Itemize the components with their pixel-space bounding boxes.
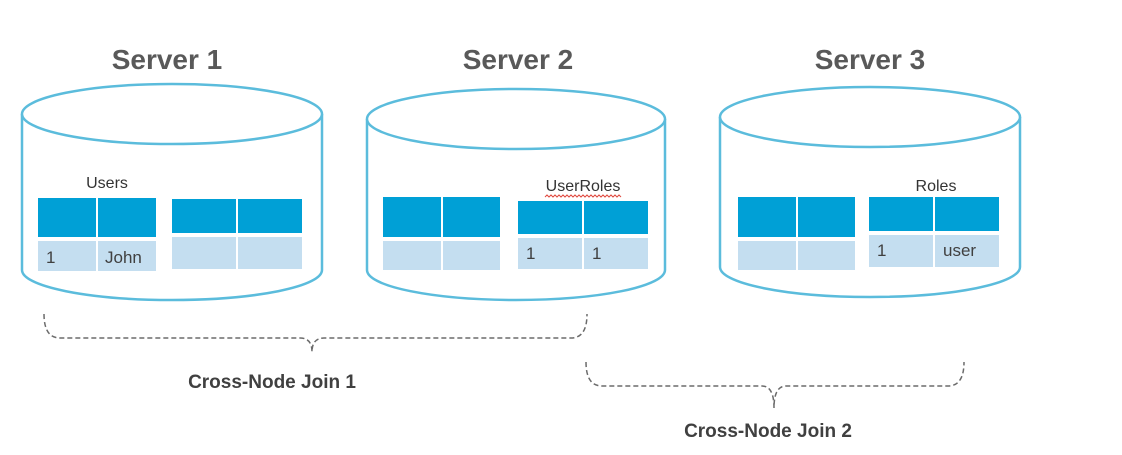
table-header-cell <box>236 197 304 235</box>
cell-value: 1 <box>877 241 886 260</box>
server-2: Server 2 UserRoles 1 1 <box>365 44 667 302</box>
table-header-cell <box>867 195 935 233</box>
table-empty <box>736 195 857 272</box>
table-label: Roles <box>916 178 957 195</box>
table-cell <box>170 235 238 271</box>
table-header-cell <box>441 195 502 239</box>
cell-value: user <box>943 241 976 260</box>
table-cell <box>933 233 1001 269</box>
server-1: Server 1 Users 1 John <box>20 44 324 302</box>
table-header-cell <box>516 199 584 236</box>
table-userroles: UserRoles 1 1 <box>516 178 650 271</box>
table-cell <box>736 239 798 272</box>
table-cell <box>516 236 584 271</box>
table-cell <box>441 239 502 272</box>
table-header-cell <box>381 195 443 239</box>
table-empty <box>381 195 502 272</box>
server-title: Server 2 <box>463 44 574 75</box>
table-roles: Roles 1 user <box>867 178 1001 269</box>
cross-node-join-1: Cross-Node Join 1 <box>43 313 588 393</box>
cell-value: 1 <box>46 248 55 267</box>
server-title: Server 1 <box>112 44 223 75</box>
join-label: Cross-Node Join 1 <box>188 372 356 393</box>
table-cell <box>582 236 650 271</box>
table-cell <box>381 239 443 272</box>
cell-value: 1 <box>592 244 601 263</box>
table-header-cell <box>796 195 857 239</box>
table-cell <box>796 239 857 272</box>
table-label: UserRoles <box>546 178 621 195</box>
cell-value: 1 <box>526 244 535 263</box>
server-3: Server 3 Roles 1 user <box>718 44 1022 299</box>
table-header-cell <box>96 196 158 239</box>
table-header-cell <box>736 195 798 239</box>
table-header-cell <box>36 196 98 239</box>
table-header-cell <box>933 195 1001 233</box>
table-header-cell <box>170 197 238 235</box>
server-title: Server 3 <box>815 44 926 75</box>
table-label: Users <box>86 175 128 192</box>
cylinder-top <box>20 82 324 146</box>
table-cell <box>236 235 304 271</box>
table-header-cell <box>582 199 650 236</box>
table-cell <box>96 239 158 273</box>
table-users: Users 1 John <box>36 175 158 273</box>
join-brace <box>585 361 965 409</box>
join-label: Cross-Node Join 2 <box>684 421 852 442</box>
table-cell <box>36 239 98 273</box>
cell-value: John <box>105 248 142 267</box>
cylinder-top <box>718 85 1022 149</box>
cylinder-top <box>365 87 667 151</box>
spellcheck-underline <box>544 194 622 198</box>
table-empty <box>170 197 304 271</box>
join-brace <box>43 313 588 353</box>
cross-node-join-2: Cross-Node Join 2 <box>585 361 965 442</box>
